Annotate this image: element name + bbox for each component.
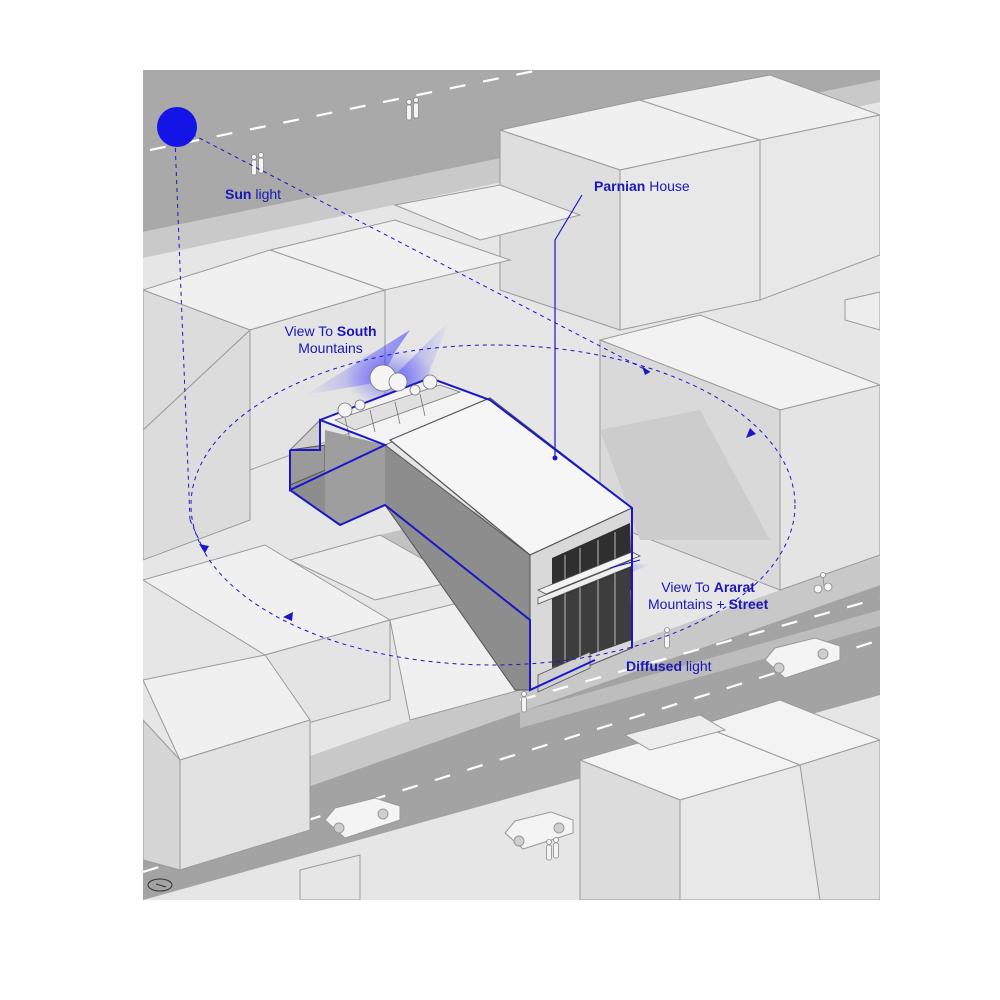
sun-icon (157, 107, 197, 147)
parnian-house (289, 364, 641, 693)
main-sidewalk-north (143, 555, 880, 845)
diffused-light-label: Diffused light (626, 658, 712, 674)
cyclist-icon (813, 572, 833, 594)
pedestrian-icon (406, 97, 419, 121)
house-leader-line (554, 194, 583, 458)
pedestrian-icon (546, 837, 559, 861)
main-sidewalk-south (520, 610, 880, 728)
south-view-label: View To South Mountains (284, 323, 377, 356)
pedestrian-icon (251, 152, 264, 176)
car-icon (504, 811, 574, 850)
pedestrian-icon (521, 691, 527, 713)
front-right-blocks (299, 699, 880, 900)
ararat-view-label: View To Ararat Mountains + Street (648, 579, 769, 612)
view-orbit (190, 344, 796, 666)
car-icon (764, 637, 841, 679)
parnian-house-label: Parnian House (594, 178, 690, 194)
north-arrow-icon (147, 878, 173, 892)
sun-light-label: Sun light (225, 186, 282, 202)
car-icon (324, 797, 401, 839)
sun-ray-1 (177, 126, 651, 373)
pedestrian-icon (664, 627, 670, 649)
